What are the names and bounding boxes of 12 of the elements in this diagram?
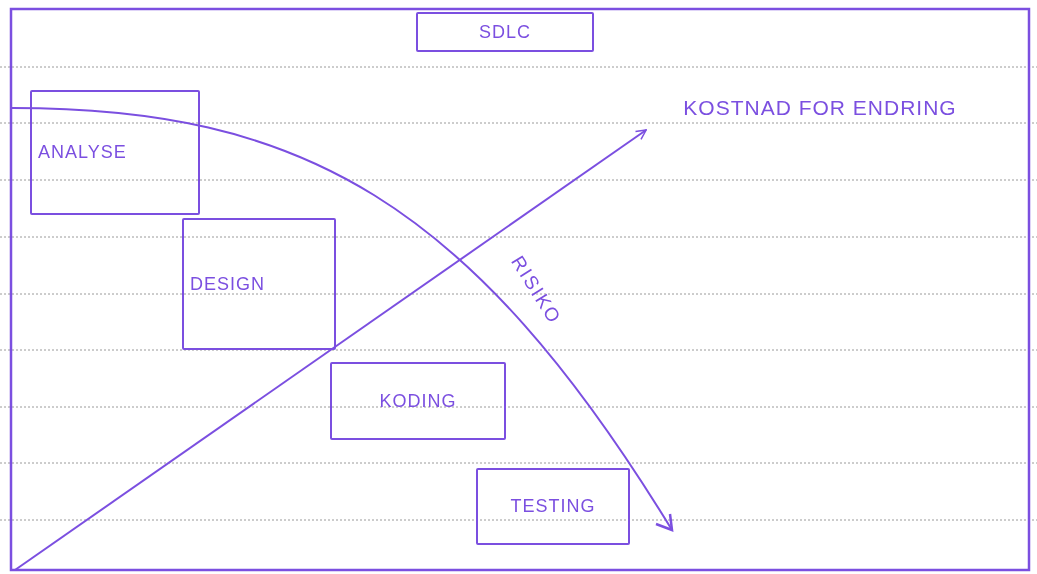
- phase-label: ANALYSE: [38, 142, 127, 163]
- phase-label: DESIGN: [190, 273, 265, 295]
- phase-box: [30, 90, 200, 215]
- axis-label: KOSTNAD FOR ENDRING: [640, 85, 1000, 130]
- phase-box: [182, 218, 336, 350]
- phase-box: [476, 468, 630, 545]
- phase-box: [330, 362, 506, 440]
- arrow: [14, 129, 648, 571]
- phase-label: KODING: [379, 390, 457, 412]
- phase-label: TESTING: [510, 496, 596, 517]
- phase-box: [416, 12, 594, 52]
- phase-label: SDLC: [479, 21, 531, 43]
